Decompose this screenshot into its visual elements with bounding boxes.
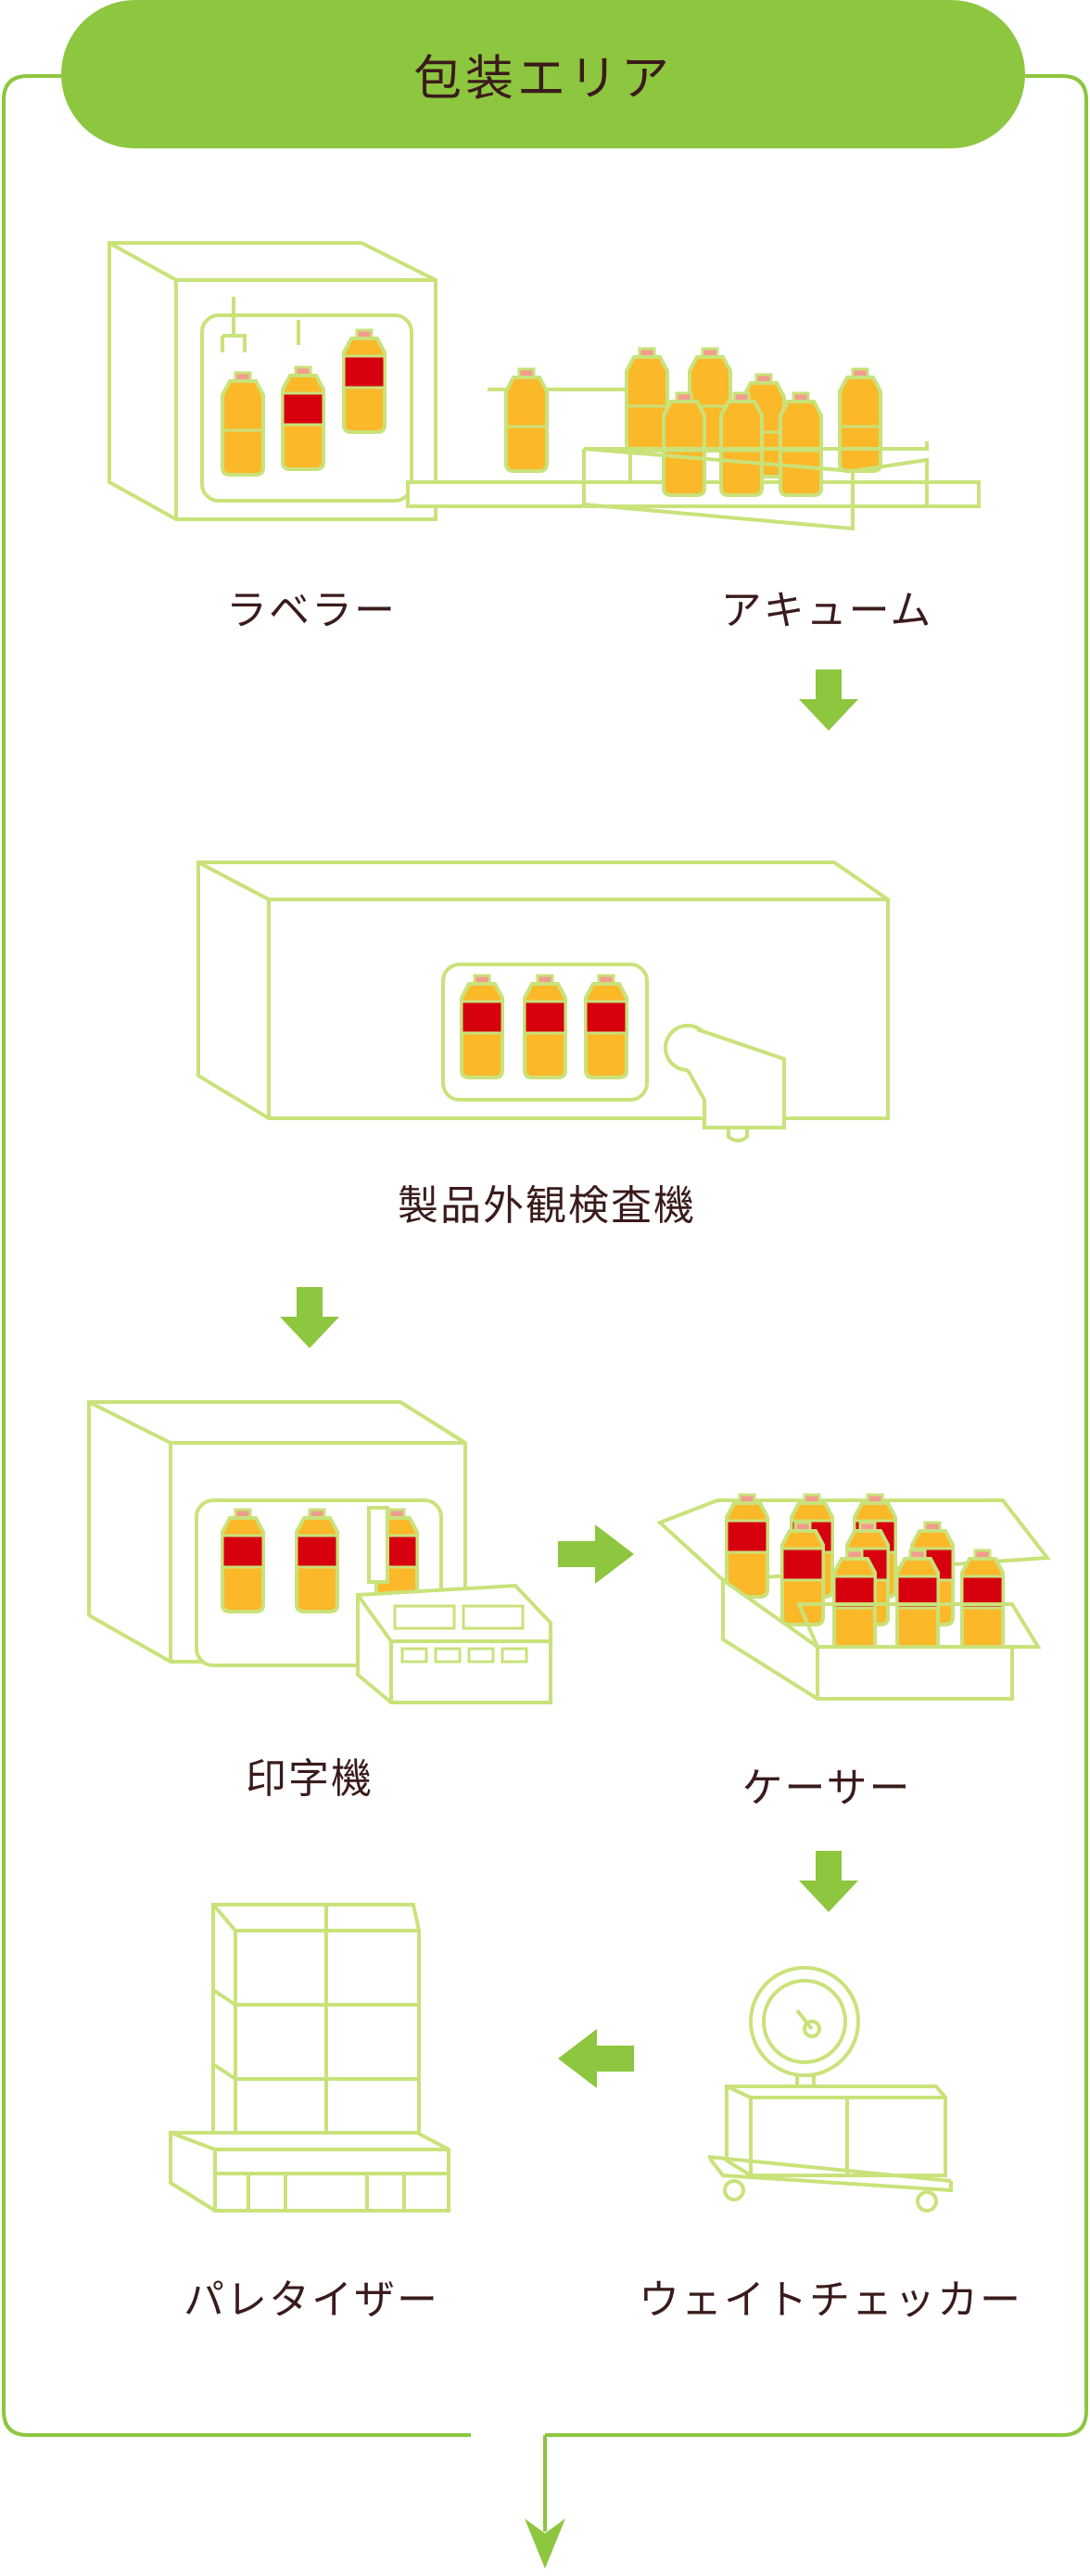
labeler-label: ラベラー [226, 587, 397, 634]
area-frame [2, 74, 1088, 2437]
printer-label: 印字機 [246, 1755, 374, 1803]
right-arrow-icon [558, 1524, 634, 1584]
caser-illustration [656, 1493, 1051, 1701]
weight-checker-label: ウェイトチェッカー [639, 2276, 1022, 2324]
accumulator-illustration [582, 347, 929, 531]
accumulator-label: アキューム [720, 587, 933, 634]
down-arrow-icon [799, 670, 858, 731]
area-title: 包装エリア [412, 51, 674, 108]
inspector-illustration [196, 861, 890, 1142]
down-arrow-icon [280, 1287, 339, 1348]
palletizer-illustration [169, 1903, 450, 2213]
area-header: 包装エリア [61, 0, 1025, 148]
weight-checker-illustration [707, 1966, 953, 2213]
left-arrow-icon [558, 2029, 634, 2088]
inspector-label: 製品外観検査機 [398, 1182, 696, 1230]
down-arrow-icon [799, 1851, 858, 1912]
exit-arrow-icon [525, 2435, 565, 2569]
printer-illustration [87, 1400, 552, 1704]
caser-label: ケーサー [741, 1765, 912, 1812]
palletizer-label: パレタイザー [184, 2276, 439, 2324]
